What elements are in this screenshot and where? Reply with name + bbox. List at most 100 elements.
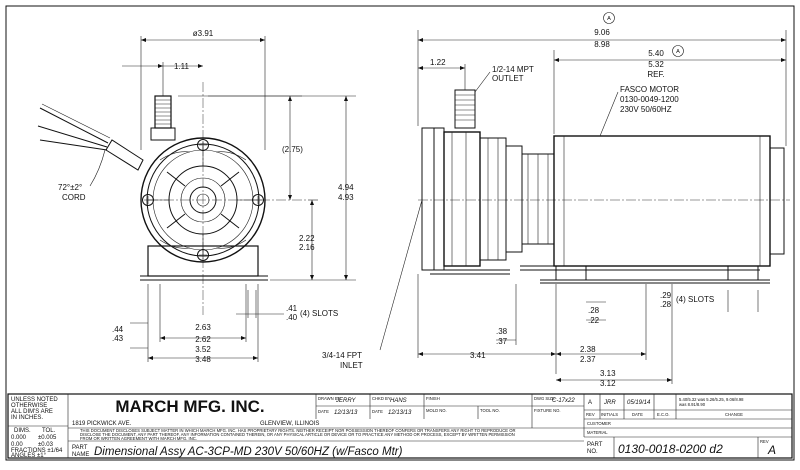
part-no-label-1: PART bbox=[587, 442, 603, 448]
company-address: 1819 PICKWICK AVE. bbox=[72, 421, 132, 427]
dim-ref: REF. bbox=[647, 70, 664, 79]
side-slots-label: (4) SLOTS bbox=[676, 295, 714, 304]
dim-2-38: 2.38 bbox=[580, 345, 596, 354]
tool-no-label: TOOL NO. bbox=[480, 408, 500, 413]
tol-row1-tol: ±0.005 bbox=[38, 435, 57, 441]
dwg-size-label: DWG SIZE bbox=[534, 396, 555, 401]
dim-2-22: 2.22 bbox=[299, 234, 315, 243]
date-drawn-label: DATE bbox=[318, 409, 329, 414]
motor-label-2: 0130-0049-1200 bbox=[620, 95, 679, 104]
part-name-label-1: PART bbox=[72, 445, 88, 451]
rev-mark-top: A bbox=[607, 16, 611, 22]
company-city: GLENVIEW, ILLINOIS bbox=[260, 421, 319, 427]
front-dimensions: ø3.91 1.11 (2.75) 4.94 4.93 2.22 2.16 .4… bbox=[58, 29, 356, 364]
dim-44: .44 bbox=[112, 325, 124, 334]
inlet-label-1: 3/4-14 FPT bbox=[322, 351, 362, 360]
tol-note-3: ALL DIM'S ARE bbox=[11, 409, 53, 415]
tol-row2-dims: 0.00 bbox=[11, 442, 23, 448]
front-housing bbox=[140, 137, 266, 263]
dwg-size: C-17x22 bbox=[552, 398, 575, 404]
date-header: DATE bbox=[632, 412, 643, 417]
checked-by: HANS bbox=[390, 398, 407, 404]
dim-1-22: 1.22 bbox=[430, 58, 446, 67]
side-pump-housing bbox=[443, 131, 481, 267]
dim-2-75: (2.75) bbox=[282, 145, 303, 154]
side-dimensions: A A 9.06 8.98 5.40 5.32 REF. 1.22 1/2-14… bbox=[322, 12, 787, 388]
dim-28: .28 bbox=[588, 306, 600, 315]
date-drawn: 12/13/13 bbox=[334, 410, 358, 416]
tol-row2-tol: ±0.03 bbox=[38, 442, 54, 448]
front-impeller-hub bbox=[189, 186, 217, 214]
part-name-label-2: NAME bbox=[72, 452, 89, 458]
dim-slot-41: .41 bbox=[286, 304, 298, 313]
rev-row-initials: JRR bbox=[603, 400, 616, 406]
cord-angle: 72°±2° bbox=[58, 183, 82, 192]
rev-row-date: 05/19/14 bbox=[627, 400, 651, 406]
material-label: MATERIAL bbox=[587, 430, 608, 435]
dim-2-37: 2.37 bbox=[580, 355, 596, 364]
dim-43: .43 bbox=[112, 334, 124, 343]
tol-note-4: IN INCHES. bbox=[11, 415, 43, 421]
cord-label: CORD bbox=[62, 193, 86, 202]
rev-row-change-1: 5.40/5.32 was 5.26/5.25, 9.06/8.98 bbox=[679, 397, 744, 402]
part-name: Dimensional Assy AC-3CP-MD 230V 50/60HZ … bbox=[94, 446, 403, 458]
rev-row-change-2: was 8.91/8.90 bbox=[679, 402, 706, 407]
sheet-border bbox=[5, 5, 795, 461]
dim-5-40: 5.40 bbox=[648, 49, 664, 58]
dim-2-62: 2.62 bbox=[195, 335, 211, 344]
rev-row-rev: A bbox=[588, 400, 592, 406]
inlet-label-2: INLET bbox=[340, 361, 363, 370]
eco-header: E.C.O. bbox=[657, 412, 670, 417]
dim-8-98: 8.98 bbox=[594, 40, 610, 49]
legal-line-3: FROM OR WRITTEN AGREEMENT WITH MARCH MFG… bbox=[80, 436, 197, 441]
dim-29: .29 bbox=[660, 291, 672, 300]
dim-4-94: 4.94 bbox=[338, 183, 354, 192]
customer-label: CUSTOMER bbox=[587, 421, 611, 426]
dim-37: .37 bbox=[496, 337, 508, 346]
front-slots-label: (4) SLOTS bbox=[300, 309, 338, 318]
motor-label-3: 230V 50/60HZ bbox=[620, 105, 672, 114]
dim-3-48: 3.48 bbox=[195, 355, 211, 364]
tol-dims-header: DIMS. bbox=[14, 428, 31, 434]
dim-2-16: 2.16 bbox=[299, 243, 315, 252]
date-checked-label: DATE bbox=[372, 409, 383, 414]
dim-4-93: 4.93 bbox=[338, 193, 354, 202]
dim-3-13: 3.13 bbox=[600, 369, 616, 378]
dim-9-06: 9.06 bbox=[594, 28, 610, 37]
drawn-by-label: DRAWN BY bbox=[318, 396, 341, 401]
dim-3-52: 3.52 bbox=[195, 345, 211, 354]
dim-28b: .28 bbox=[660, 300, 672, 309]
tol-row4: ANGLES ±1° bbox=[11, 453, 47, 459]
tol-row1-dims: 0.000 bbox=[11, 435, 27, 441]
initials-header: INITIALS bbox=[601, 412, 618, 417]
part-no-label-2: NO. bbox=[587, 449, 598, 455]
dim-slot-40: .40 bbox=[286, 313, 298, 322]
tol-note-2: OTHERWISE bbox=[11, 403, 47, 409]
dim-2-63: 2.63 bbox=[195, 323, 211, 332]
tol-row3: FRACTIONS ±1/64 bbox=[11, 448, 63, 454]
revision: A bbox=[767, 443, 776, 457]
title-block: UNLESS NOTED OTHERWISE ALL DIM'S ARE IN … bbox=[7, 393, 793, 459]
dim-1-11: 1.11 bbox=[174, 62, 190, 71]
rev-mark-5-40: A bbox=[676, 49, 680, 55]
rev-header: REV bbox=[586, 412, 595, 417]
date-checked: 12/13/13 bbox=[388, 410, 412, 416]
tol-note-1: UNLESS NOTED bbox=[11, 397, 58, 403]
drawn-by: JERRY bbox=[335, 398, 356, 404]
finish-label: FINISH bbox=[426, 396, 440, 401]
side-outlet-fitting bbox=[454, 89, 476, 129]
dim-3-41: 3.41 bbox=[470, 351, 486, 360]
part-number: 0130-0018-0200 d2 bbox=[618, 442, 723, 456]
dim-22: .22 bbox=[588, 316, 600, 325]
mold-no-label: MOLD NO. bbox=[426, 408, 447, 413]
company-name: MARCH MFG. INC. bbox=[115, 397, 264, 416]
outlet-label-1: 1/2-14 MPT bbox=[492, 65, 534, 74]
cord-strain-relief bbox=[105, 139, 144, 171]
outlet-label-2: OUTLET bbox=[492, 74, 524, 83]
change-header: CHANGE bbox=[725, 412, 743, 417]
front-view bbox=[37, 82, 308, 315]
dim-3-12: 3.12 bbox=[600, 379, 616, 388]
checked-by-label: CHKD BY bbox=[372, 396, 391, 401]
